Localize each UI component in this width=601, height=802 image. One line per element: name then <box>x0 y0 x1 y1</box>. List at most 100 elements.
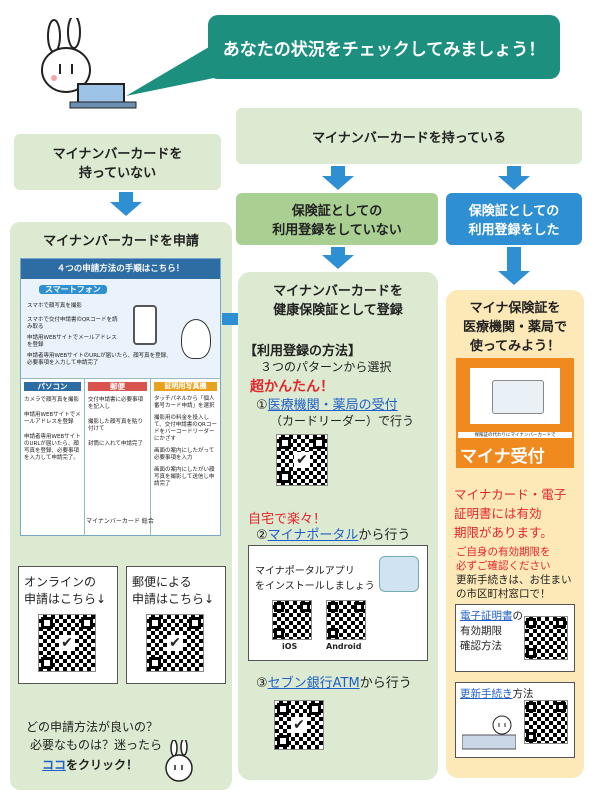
app-install-2: をインストールしましょう <box>255 581 375 592</box>
check-icon: ✔ <box>167 635 183 651</box>
registered-2: 利用登録をした <box>468 223 560 238</box>
option-1-qr[interactable]: ✔ <box>276 434 328 486</box>
home-label: 自宅で楽々！ <box>248 512 327 527</box>
option-3-link[interactable]: セブン銀行ATM <box>267 676 360 691</box>
speech-tail <box>126 44 214 96</box>
pc-section: パソコン カメラで顔写真を撮影 申請用WEBサイトでメールアドレスを登録 申請者… <box>21 379 85 535</box>
pc-title: パソコン <box>24 382 81 391</box>
help-line-2: 必要なものは？迷ったら <box>30 738 163 752</box>
use-title-2: 医療機関・薬局で <box>462 319 567 335</box>
registered-1: 保険証としての <box>468 204 560 219</box>
help-link[interactable]: ココ <box>42 758 67 772</box>
option-3-num: ③ <box>256 676 268 691</box>
has-card-box: マイナンバーカードを持っている <box>236 108 582 164</box>
expiry-1: マイナカード・電子 <box>454 487 567 502</box>
photo-step-1: タッチパネルから「個人番号カード申請」を選択 <box>154 396 215 409</box>
option-1: ①医療機関・薬局の受付 <box>256 394 398 413</box>
option-2: ②マイナポータルから行う <box>256 524 410 543</box>
id-card-icon <box>492 380 544 414</box>
mail-step-2: 撮影した顔写真を貼り付けて <box>88 419 144 432</box>
help-suffix: をクリック！ <box>66 758 139 772</box>
application-flyer[interactable]: ４つの申請方法の手順はこちら！ スマートフォン スマホで顔写真を撮影 スマホで交… <box>20 258 221 536</box>
method-title: 【利用登録の方法】 <box>244 344 362 359</box>
app-icon <box>379 556 419 592</box>
maina-card-image[interactable]: 保険証の代わりにマイナンバーカードで マイナ受付 <box>456 358 574 468</box>
card-caption: 保険証の代わりにマイナンバーカードで <box>458 432 572 438</box>
header-title: あなたの状況をチェックしてみましょう！ <box>222 39 546 60</box>
renew-link[interactable]: 更新手続き <box>460 688 513 700</box>
mascot-illustration <box>30 15 140 110</box>
counter-illustration <box>461 711 517 751</box>
option-3: ③セブン銀行ATMから行う <box>256 672 412 691</box>
renew-line: 更新手続き方法 <box>460 686 574 701</box>
confirm-2: 必ずご確認ください <box>456 560 551 572</box>
photo-title: 証明用写真機 <box>154 382 217 391</box>
mail-step-1: 交付申請書に必要事項を記入し <box>88 397 144 410</box>
not-registered-box: 保険証としての 利用登録をしていない <box>236 193 438 245</box>
mail-step-3: 封筒に入れて申請完了 <box>88 441 143 447</box>
renew-1: 更新手続きは、お住まい <box>456 574 572 586</box>
header-title-box: あなたの状況をチェックしてみましょう！ <box>208 15 560 79</box>
cert-qr[interactable] <box>524 616 568 660</box>
online-label-2: 申請はこちら↓ <box>24 592 107 606</box>
app-install-1: マイナポータルアプリ <box>255 566 355 577</box>
android-qr[interactable] <box>326 600 366 640</box>
no-card-label-2: 持っていない <box>78 166 157 181</box>
confirm-1: ご自身の有効期限を <box>456 546 551 558</box>
post-label-2: 申請はこちら↓ <box>132 592 215 606</box>
mascot-small-icon <box>181 319 211 359</box>
apply-title: マイナンバーカードを申請 <box>43 233 199 249</box>
not-registered-1: 保険証としての <box>291 204 383 219</box>
option-3-qr[interactable]: ✔ <box>274 700 324 750</box>
cert-suffix: の <box>512 610 524 622</box>
smartphone-step-3: 申請用WEBサイトでメールアドレスを登録 <box>27 335 117 348</box>
mail-section: 郵便 交付申請書に必要事項を記入し 撮影した顔写真を貼り付けて 封筒に入れて申請… <box>85 379 151 535</box>
renew-qr[interactable] <box>524 700 568 744</box>
no-card-box: マイナンバーカードを 持っていない <box>14 134 221 190</box>
use-title-1: マイナ保険証を <box>469 300 561 316</box>
online-label-1: オンラインの <box>24 575 97 589</box>
check-icon: ✔ <box>59 635 75 651</box>
option-2-link[interactable]: マイナポータル <box>267 528 359 543</box>
use-title: マイナ保険証を 医療機関・薬局で 使ってみよう！ <box>446 298 584 354</box>
not-registered-2: 利用登録をしていない <box>272 223 402 238</box>
register-title: マイナンバーカードを 健康保険証として登録 <box>238 280 438 318</box>
use-title-3: 使ってみよう！ <box>469 338 561 354</box>
smartphone-section: スマートフォン スマホで顔写真を撮影 スマホで交付申請書のQRコードを読み取る … <box>21 279 220 379</box>
mail-title: 郵便 <box>88 382 147 391</box>
android-label: Android <box>326 642 362 651</box>
arrow-down-right-1 <box>498 166 530 190</box>
option-2-num: ② <box>256 528 268 543</box>
smartphone-step-1: スマホで顔写真を撮影 <box>27 303 82 309</box>
has-card-label: マイナンバーカードを持っている <box>311 130 507 146</box>
cert-line-3: 確認方法 <box>460 640 502 652</box>
photo-section: 証明用写真機 タッチパネルから「個人番号カード申請」を選択 撮影用の料金を投入し… <box>151 379 220 535</box>
registered-box: 保険証としての 利用登録をした <box>446 193 582 245</box>
online-apply-qr[interactable]: ✔ <box>38 614 96 672</box>
check-icon: ✔ <box>294 452 310 468</box>
cert-link[interactable]: 電子証明書 <box>460 610 513 622</box>
method-grid: パソコン カメラで顔写真を撮影 申請用WEBサイトでメールアドレスを登録 申請者… <box>21 379 220 535</box>
cert-line-2: 有効期限 <box>460 625 502 637</box>
no-card-label-1: マイナンバーカードを <box>52 147 183 162</box>
smartphone-step-2: スマホで交付申請書のQRコードを読み取る <box>27 317 118 330</box>
help-line-3: ココをクリック！ <box>42 756 138 773</box>
arrow-down-mid-2 <box>322 247 354 269</box>
post-apply-qr[interactable]: ✔ <box>146 614 204 672</box>
option-1-link[interactable]: 医療機関・薬局の受付 <box>267 398 398 413</box>
help-line-1: どの申請方法が良いの？ <box>26 720 159 734</box>
ios-qr[interactable] <box>272 600 312 640</box>
phone-icon <box>133 305 157 345</box>
expiry-2: 証明書には有効 <box>454 506 542 521</box>
option-1-num: ① <box>256 398 268 413</box>
smartphone-title: スマートフォン <box>39 285 107 294</box>
option-3-suffix: から行う <box>359 676 412 691</box>
register-title-2: 健康保険証として登録 <box>273 303 403 318</box>
renew-suffix: 方法 <box>512 688 534 700</box>
card-frame <box>470 368 560 424</box>
post-label-1: 郵便による <box>132 575 192 589</box>
pc-step-2: 申請用WEBサイトでメールアドレスを登録 <box>24 412 81 425</box>
ios-label: iOS <box>282 642 298 651</box>
register-panel <box>238 272 438 780</box>
photo-step-2: 撮影用の料金を投入して、交付申請書のQRコードをバーコードリーダーにかざす <box>154 415 217 442</box>
